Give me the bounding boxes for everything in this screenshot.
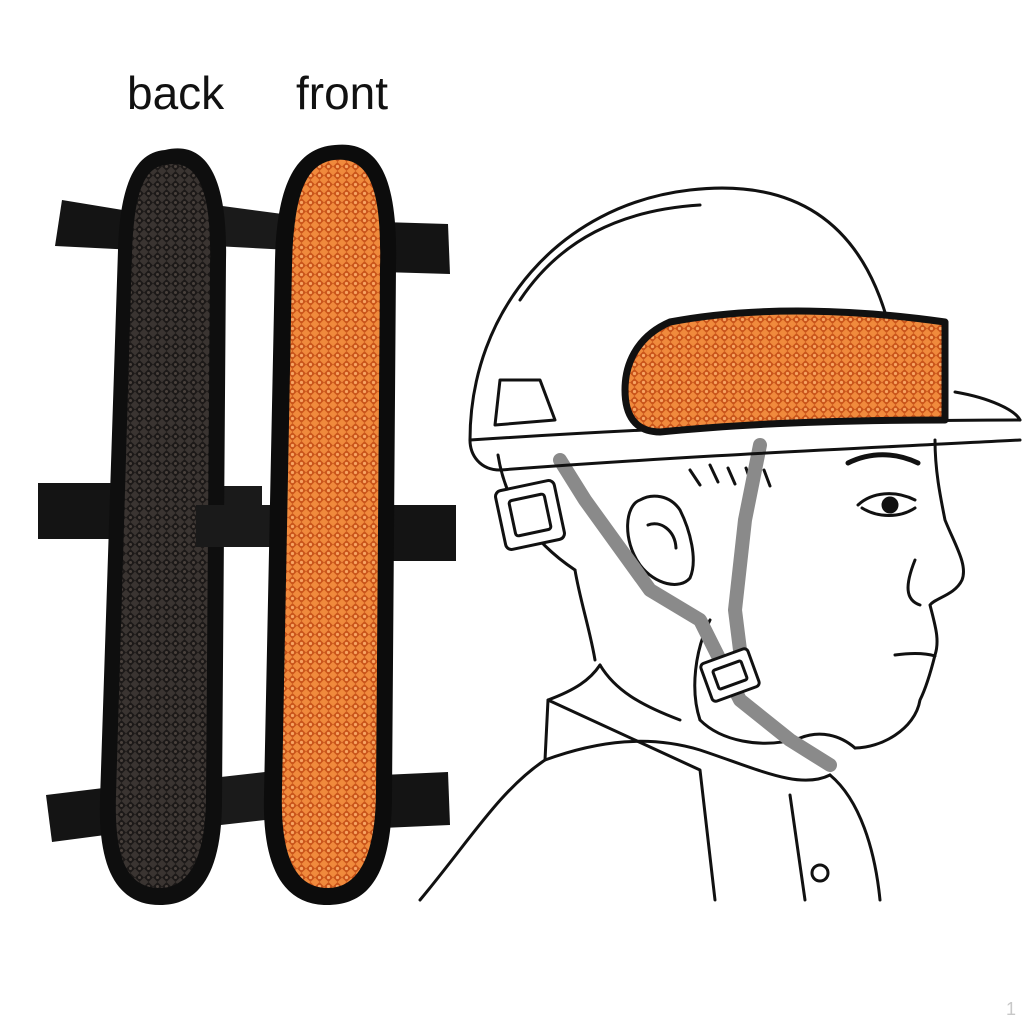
front-label: front bbox=[296, 67, 389, 119]
back-label: back bbox=[127, 67, 225, 119]
pad-back-icon bbox=[38, 148, 290, 905]
front-pad-strap-middle bbox=[196, 505, 456, 561]
worker-shirt bbox=[418, 663, 882, 902]
worker-with-hard-hat-icon bbox=[418, 186, 1022, 902]
pad-front-icon bbox=[196, 144, 456, 906]
page-number: 1 bbox=[1005, 999, 1016, 1019]
front-pad-strap-top bbox=[382, 222, 450, 274]
hat-sweatband bbox=[621, 307, 949, 436]
back-pad-strap-top bbox=[55, 200, 290, 250]
front-pad-strap-bottom bbox=[382, 772, 450, 828]
worker-chin-strap bbox=[494, 438, 837, 772]
